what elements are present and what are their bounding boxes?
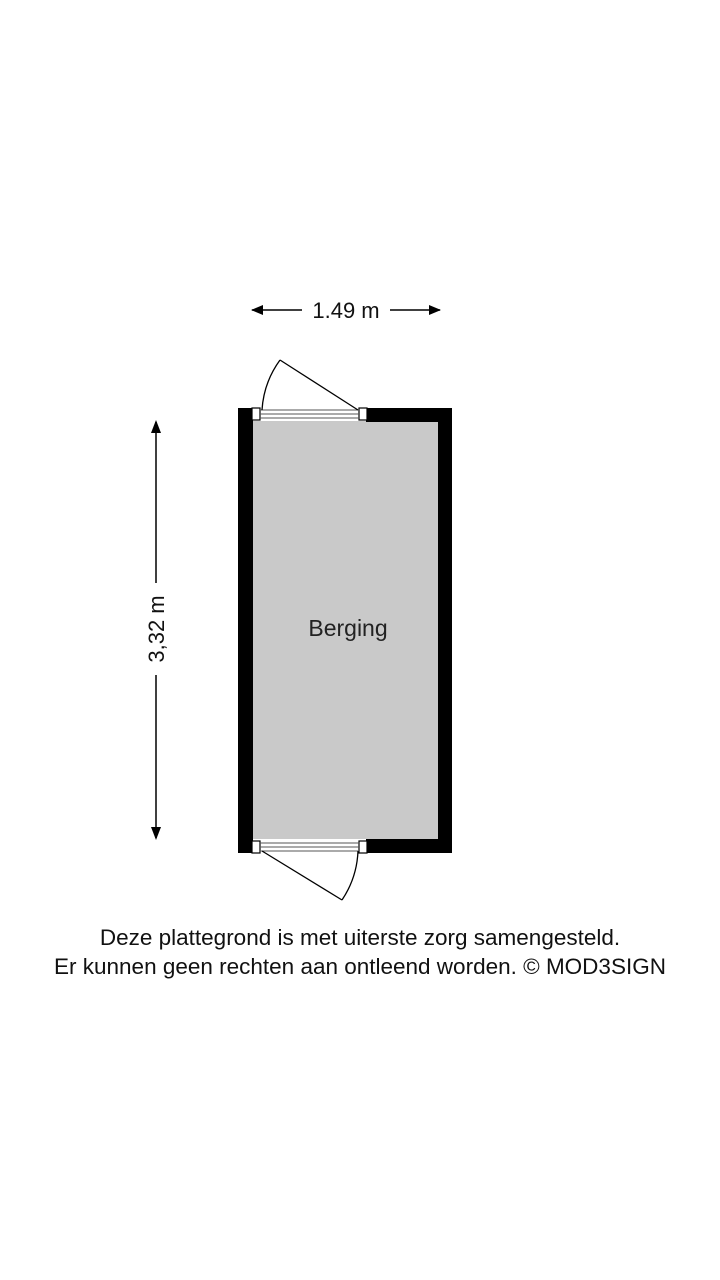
disclaimer-line-2: Er kunnen geen rechten aan ontleend word… bbox=[54, 954, 666, 979]
width-dimension: 1.49 m bbox=[251, 298, 441, 323]
disclaimer-line-1: Deze plattegrond is met uiterste zorg sa… bbox=[99, 925, 621, 950]
room-label: Berging bbox=[308, 615, 387, 641]
room-floor bbox=[252, 421, 439, 839]
bottom-door bbox=[251, 840, 368, 901]
height-dimension: 3,32 m bbox=[144, 420, 169, 840]
walls bbox=[238, 408, 452, 853]
top-door bbox=[251, 359, 368, 421]
height-dimension-label: 3,32 m bbox=[144, 595, 169, 662]
width-dimension-label: 1.49 m bbox=[312, 298, 379, 323]
